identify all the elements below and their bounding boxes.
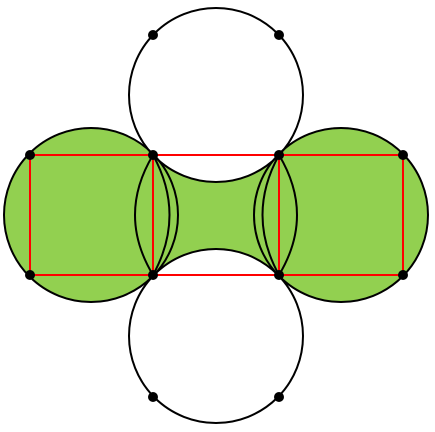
circle-outlines bbox=[3, 7, 429, 424]
inner-right-arc bbox=[278, 154, 298, 276]
point bbox=[148, 30, 158, 40]
right-circle bbox=[254, 128, 428, 302]
point bbox=[398, 270, 408, 280]
point bbox=[274, 150, 284, 160]
right-square bbox=[278, 154, 404, 276]
point bbox=[274, 270, 284, 280]
bottom-circle bbox=[129, 249, 303, 423]
point bbox=[25, 270, 35, 280]
marked-points bbox=[25, 30, 408, 402]
point bbox=[274, 30, 284, 40]
top-circle-outline bbox=[128, 7, 304, 183]
unshaded-circles bbox=[129, 8, 303, 423]
left-circle-outline bbox=[3, 127, 179, 303]
right-circle-outline bbox=[253, 127, 429, 303]
point bbox=[398, 150, 408, 160]
inner-right-arc-2 bbox=[261, 154, 280, 276]
inner-left-arc bbox=[134, 154, 154, 276]
inner-left-arc-2 bbox=[152, 154, 171, 276]
point bbox=[25, 150, 35, 160]
rectangles bbox=[29, 154, 404, 276]
shaded-regions bbox=[4, 128, 428, 302]
point bbox=[148, 270, 158, 280]
point bbox=[274, 392, 284, 402]
point bbox=[148, 150, 158, 160]
point bbox=[148, 392, 158, 402]
bottom-circle-outline bbox=[128, 248, 304, 424]
central-concave-region bbox=[135, 135, 297, 295]
left-circle bbox=[4, 128, 178, 302]
top-circle bbox=[129, 8, 303, 182]
